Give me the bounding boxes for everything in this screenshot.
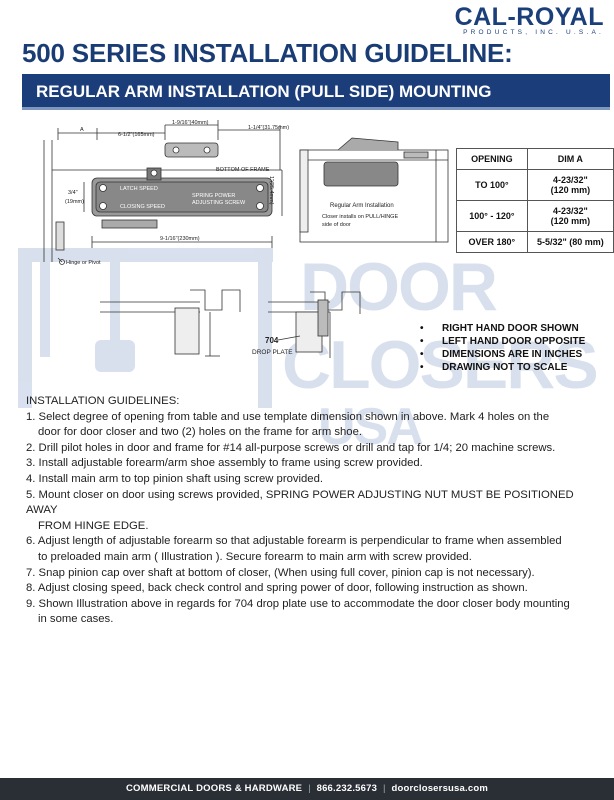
- guideline-line: 8. Adjust closing speed, back check cont…: [26, 582, 528, 595]
- brand-logo: CAL-ROYAL PRODUCTS, INC. U.S.A.: [455, 4, 604, 36]
- note-item: •DRAWING NOT TO SCALE: [420, 362, 568, 373]
- guideline-line: 5. Mount closer on door using screws pro…: [26, 488, 574, 517]
- label-dim-3-4: 3/4": [68, 190, 78, 196]
- footer-company: COMMERCIAL DOORS & HARDWARE: [126, 783, 303, 794]
- table-header: OPENING: [456, 148, 528, 170]
- note-text: RIGHT HAND DOOR SHOWN: [442, 323, 579, 334]
- note-text: DIMENSIONS ARE IN INCHES: [442, 349, 583, 360]
- table-row: OVER 180° 5-5/32" (80 mm): [456, 231, 614, 253]
- dim-line: (120 mm): [550, 185, 591, 195]
- table-cell: TO 100°: [456, 169, 528, 201]
- label-dim-1-1-4: 1-1/4"(31.75mm): [248, 125, 289, 131]
- brand-subtitle: PRODUCTS, INC. U.S.A.: [463, 29, 604, 36]
- label-dim-1-side: 1"(25.4mm): [268, 176, 274, 205]
- table-cell: 100° - 120°: [456, 200, 528, 232]
- label-dim-9-1-16: 9-1/16"(230mm): [160, 236, 200, 242]
- note-text: LEFT HAND DOOR OPPOSITE: [442, 336, 586, 347]
- label-hinge-or-pivot: Hinge or Pivot: [66, 260, 101, 266]
- guideline-line: 1. Select degree of opening from table a…: [26, 410, 550, 423]
- table-header-row: OPENING DIM A: [456, 148, 614, 170]
- table-row: TO 100° 4-23/32"(120 mm): [456, 169, 614, 201]
- guideline-line: FROM HINGE EDGE.: [38, 519, 149, 532]
- label-closer-installs-1: Closer installs on PULL/HINGE: [322, 214, 398, 220]
- guideline-line: to preloaded main arm ( Illustration ). …: [38, 550, 472, 563]
- installation-guidelines: INSTALLATION GUIDELINES: 1. Select degre…: [26, 394, 606, 628]
- label-704: 704: [265, 336, 279, 345]
- section-banner: REGULAR ARM INSTALLATION (PULL SIDE) MOU…: [22, 74, 610, 110]
- note-item: •LEFT HAND DOOR OPPOSITE: [420, 336, 586, 347]
- brand-name: CAL-ROYAL: [454, 3, 604, 31]
- label-dim-6-5: 6-1/2"(165mm): [118, 132, 155, 138]
- label-closing-speed: CLOSING SPEED: [120, 204, 165, 210]
- guideline-line: 2. Drill pilot holes in door and frame f…: [26, 441, 556, 454]
- table-cell: 5-5/32" (80 mm): [526, 231, 614, 253]
- guideline-line: in some cases.: [38, 613, 114, 626]
- watermark-line1: DOOR: [300, 249, 497, 325]
- page-title: 500 SERIES INSTALLATION GUIDELINE:: [22, 38, 513, 68]
- label-bottom-of-frame: BOTTOM OF FRAME: [216, 167, 270, 173]
- label-regular-arm: Regular Arm Installation: [330, 203, 394, 209]
- note-item: •DIMENSIONS ARE IN INCHES: [420, 349, 583, 360]
- guideline-line: 3. Install adjustable forearm/arm shoe a…: [26, 457, 423, 470]
- footer-bar: COMMERCIAL DOORS & HARDWARE | 866.232.56…: [0, 778, 614, 800]
- guideline-line: 7. Snap pinion cap over shaft at bottom …: [26, 566, 535, 579]
- dim-line: 5-5/32" (80 mm): [536, 237, 604, 247]
- watermark: DOOR CLOSERS USA: [18, 248, 599, 456]
- table-row: 100° - 120° 4-23/32"(120 mm): [456, 200, 614, 232]
- table-cell: OVER 180°: [456, 231, 528, 253]
- table-cell: 4-23/32"(120 mm): [526, 169, 614, 201]
- footer-phone[interactable]: 866.232.5673: [316, 783, 378, 794]
- guidelines-heading: INSTALLATION GUIDELINES:: [26, 395, 180, 407]
- note-text: DRAWING NOT TO SCALE: [442, 362, 568, 373]
- guideline-line: 9. Shown Illustration above in regards f…: [26, 597, 570, 610]
- guideline-line: 4. Install main arm to top pinion shaft …: [26, 472, 324, 485]
- dim-line: 4-23/32": [552, 206, 588, 216]
- watermark-line3: USA: [318, 398, 423, 456]
- watermark-line2: CLOSERS: [282, 327, 597, 403]
- label-dim-a: A: [80, 127, 84, 133]
- note-item: •RIGHT HAND DOOR SHOWN: [420, 323, 579, 334]
- guideline-line: 6. Adjust length of adjustable forearm s…: [26, 535, 562, 548]
- dim-line: (120 mm): [550, 216, 591, 226]
- footer-website-link[interactable]: doorclosersusa.com: [391, 783, 488, 794]
- label-drop-plate: DROP PLATE: [252, 349, 293, 356]
- label-spring-power: SPRING POWER: [192, 193, 235, 199]
- drawing-notes: •RIGHT HAND DOOR SHOWN •LEFT HAND DOOR O…: [420, 323, 585, 375]
- label-latch-speed: LATCH SPEED: [120, 186, 158, 192]
- footer-separator: |: [308, 783, 311, 794]
- table-header: DIM A: [526, 148, 614, 170]
- label-closer-installs-2: side of door: [322, 222, 351, 228]
- label-adjusting-screw: ADJUSTING SCREW: [192, 200, 246, 206]
- opening-dimension-table: OPENING DIM A TO 100° 4-23/32"(120 mm) 1…: [456, 148, 614, 253]
- label-dim-1-9-16: 1-9/16"(40mm): [172, 120, 209, 126]
- table-cell: 4-23/32"(120 mm): [526, 200, 614, 232]
- guideline-line: door for door closer and two (2) holes o…: [38, 426, 363, 439]
- dim-line: 4-23/32": [552, 175, 588, 185]
- label-dim-19mm: (19mm): [65, 199, 84, 205]
- footer-separator: |: [382, 783, 386, 794]
